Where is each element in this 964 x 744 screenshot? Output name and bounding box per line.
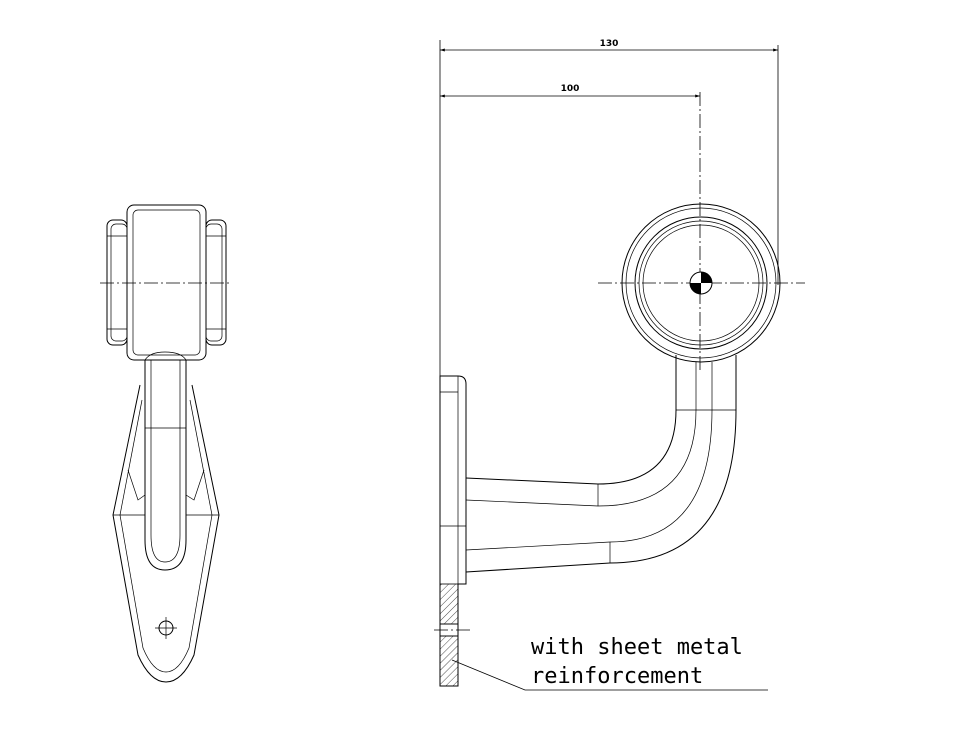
note-line-2: reinforcement [531, 664, 703, 689]
side-view-mounting-plate [434, 375, 470, 687]
note-line-1: with sheet metal [531, 635, 743, 660]
dimension-130-label: 130 [600, 39, 619, 49]
section-hatch-upper [439, 583, 459, 625]
side-view-lamp-head [621, 203, 781, 363]
dimension-100-label: 100 [561, 84, 580, 94]
front-view-lamp-housing [106, 204, 227, 361]
dimension-130: 130 [439, 39, 779, 380]
front-view [100, 204, 232, 683]
side-view-arm [465, 409, 737, 573]
front-view-stem [144, 351, 187, 571]
front-view-mounting-base [112, 384, 220, 683]
front-view-mounting-hole [155, 617, 177, 639]
center-mark-icon [689, 271, 713, 295]
side-view: 130 100 [434, 39, 805, 691]
note-leader-line [451, 659, 768, 691]
side-view-neck [675, 355, 737, 411]
dimension-100: 100 [440, 84, 700, 98]
